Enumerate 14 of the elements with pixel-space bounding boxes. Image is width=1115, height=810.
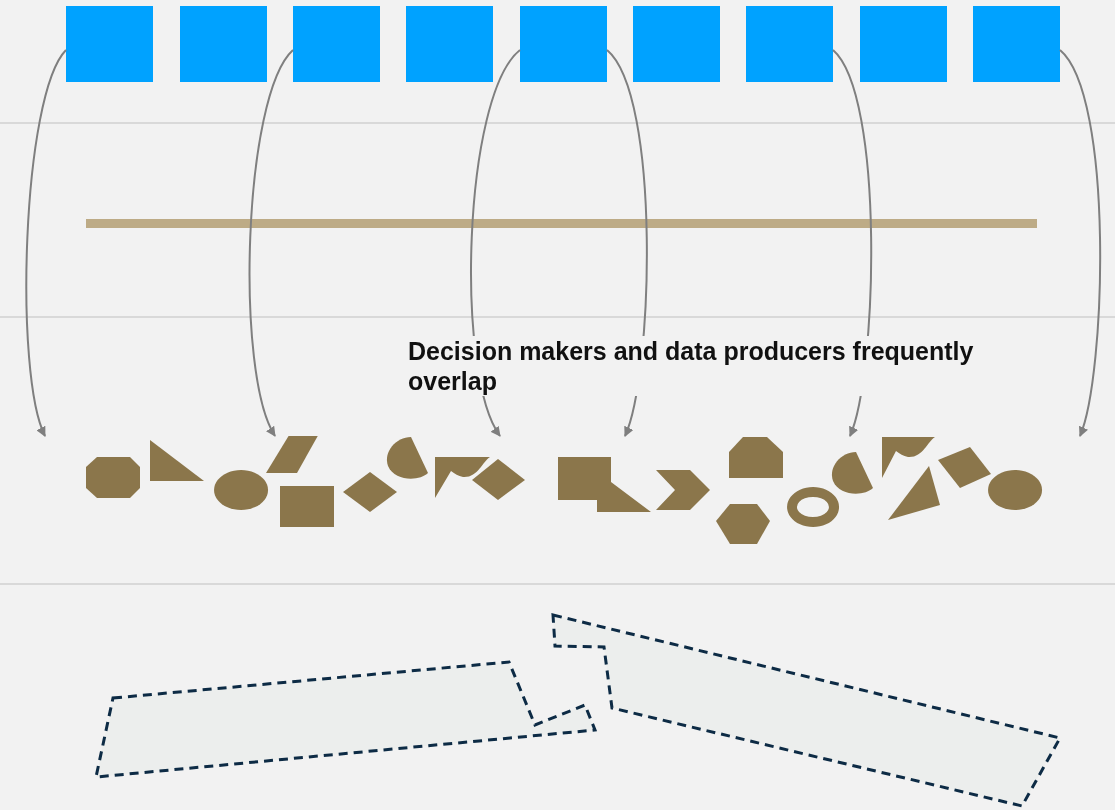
square-tile: [180, 6, 267, 82]
arrow: [1059, 49, 1101, 437]
square-tile: [973, 6, 1060, 82]
dashed-outline-shape: [94, 660, 597, 779]
square-tile: [520, 6, 607, 82]
square-tile: [633, 6, 720, 82]
arrow: [25, 49, 67, 437]
square-tile: [66, 6, 153, 82]
square-tile: [746, 6, 833, 82]
square-tile: [293, 6, 380, 82]
square-tile: [406, 6, 493, 82]
square-tile: [860, 6, 947, 82]
dashed-outline-shape: [551, 613, 1062, 808]
arrow: [248, 49, 294, 437]
